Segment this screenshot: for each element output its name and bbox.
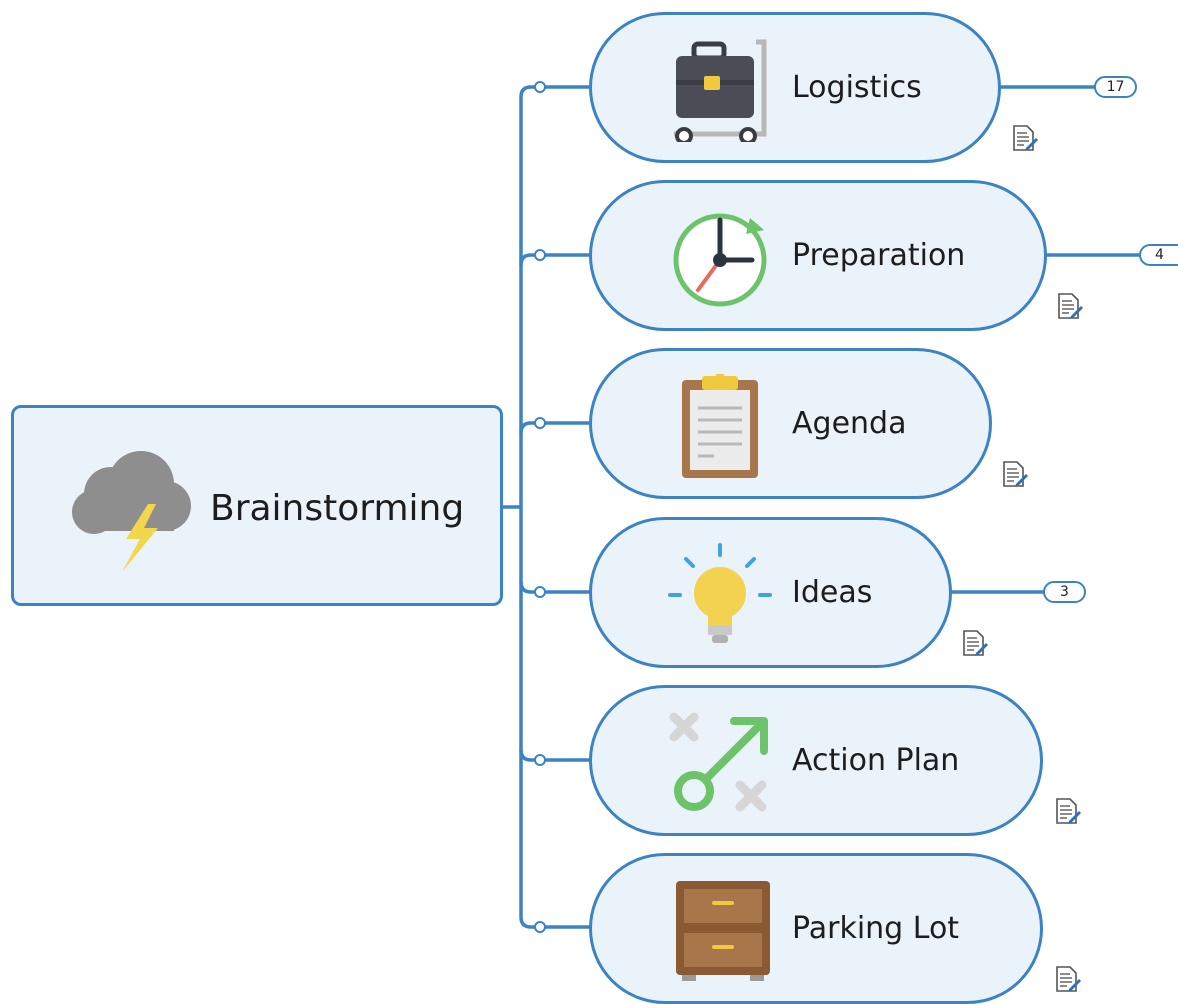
topic-agenda[interactable]: Agenda [589,348,992,499]
topic-label: Agenda [792,406,907,441]
topic-action-plan[interactable]: Action Plan [589,685,1043,836]
topic-preparation[interactable]: Preparation [589,180,1047,331]
note-icon[interactable] [1002,460,1028,488]
topic-label: Preparation [792,238,966,273]
topic-parking-lot[interactable]: Parking Lot [589,853,1043,1004]
central-topic-label: Brainstorming [210,488,465,529]
note-icon[interactable] [962,629,988,657]
strategy-play-icon [669,712,768,812]
clipboard-icon [682,374,758,478]
topic-label: Ideas [792,575,873,610]
topic-logistics[interactable]: Logistics [589,12,1001,163]
topic-ideas[interactable]: Ideas [589,517,952,668]
note-icon[interactable] [1012,124,1038,152]
note-icon[interactable] [1055,797,1081,825]
luggage-cart-icon [674,39,767,142]
subtopic-count-badge[interactable]: 3 [1043,581,1086,603]
topic-label: Action Plan [792,743,960,778]
topic-label: Parking Lot [792,911,960,946]
central-topic[interactable]: Brainstorming [11,405,503,606]
topic-label: Logistics [792,70,922,105]
clock-icon [673,213,767,307]
thunderstorm-cloud-icon [72,451,191,572]
subtopic-count-badge[interactable]: 17 [1094,76,1137,98]
note-icon[interactable] [1055,965,1081,993]
drawer-cabinet-icon [676,881,770,981]
note-icon[interactable] [1057,292,1083,320]
lightbulb-icon [668,543,772,643]
subtopic-count-badge[interactable]: 4 [1139,244,1178,266]
